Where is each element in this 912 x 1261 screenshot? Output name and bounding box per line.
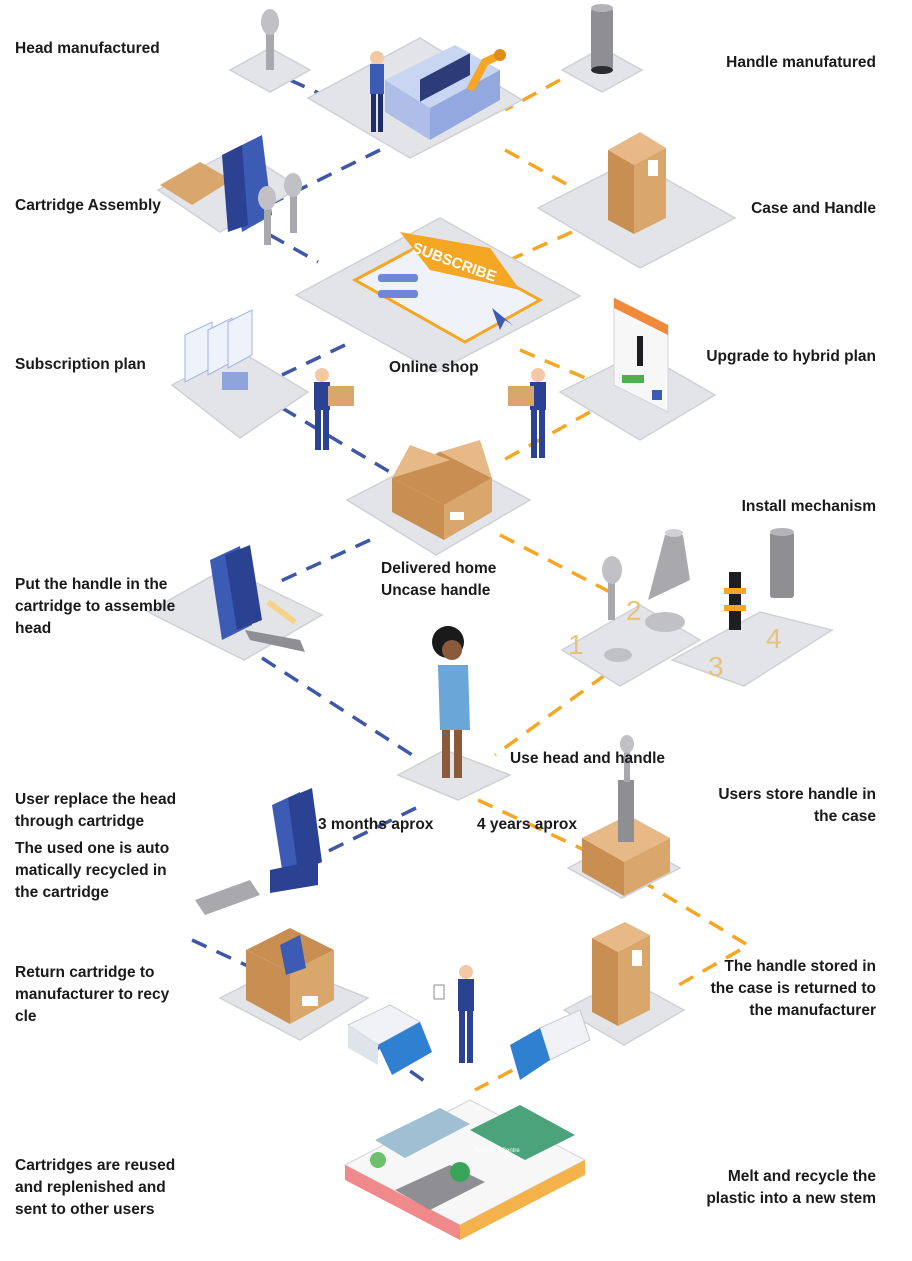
label-handle-returned: The handle stored in the case is returne… [710, 958, 876, 1019]
factory-worker-icon [370, 51, 384, 132]
label-head-manufactured: Head manufactured [15, 40, 160, 57]
label-subscription-plan: Subscription plan [15, 356, 146, 373]
hybrid-plan-screen-icon [613, 297, 669, 413]
factory-machine-icon [370, 45, 506, 140]
label-upgrade-hybrid: Upgrade to hybrid plan [706, 348, 876, 365]
step-number-3: 3 [708, 651, 724, 682]
toothbrush-head-icon [261, 9, 279, 70]
label-put-handle: Put the handle in the cartridge to assem… [15, 576, 176, 637]
label-online-shop: Online shop [389, 359, 479, 376]
handle-cylinder-icon [591, 4, 613, 74]
label-case-and-handle: Case and Handle [751, 200, 876, 217]
install-mechanism-icon: 1 2 3 4 [568, 528, 794, 682]
label-cartridges-reused: Cartridges are reused and replenished an… [15, 1157, 176, 1218]
cardboard-box-icon [608, 132, 666, 234]
orange-path-lines [474, 78, 747, 1092]
delivery-worker-left-icon [314, 368, 354, 450]
label-user-replace: User replace the head through cartridge [15, 791, 177, 830]
cartridge-icon [160, 135, 302, 245]
truck-left-icon [346, 1004, 432, 1075]
label-four-years: 4 years aprox [477, 816, 577, 833]
step-number-4: 4 [766, 623, 782, 654]
blue-path-lines [191, 78, 432, 1087]
label-cartridge-assembly: Cartridge Assembly [15, 197, 161, 214]
online-shop-screen-icon: SUBSCRIBE [351, 232, 544, 344]
user-figure-icon [432, 626, 470, 778]
label-install-mechanism: Install mechanism [741, 498, 876, 515]
step-number-1: 1 [568, 629, 584, 660]
recycling-centre-sign: Recycling Centre [474, 1148, 520, 1154]
cartridge-replace-icon [195, 788, 322, 915]
label-melt-recycle: Melt and recycle the plastic into a new … [706, 1168, 876, 1207]
return-cartridge-box-icon [246, 928, 334, 1024]
open-box-icon [392, 440, 492, 540]
label-auto-recycled: The used one is auto matically recycled … [15, 840, 170, 901]
step-number-2: 2 [626, 595, 642, 626]
delivery-worker-right-icon [508, 368, 546, 458]
cartridge-assemble-icon [210, 545, 305, 652]
label-delivered-home: Delivered home Uncase handle [381, 560, 497, 599]
returned-case-icon [592, 922, 650, 1026]
label-three-months: 3 months aprox [318, 816, 434, 833]
label-use-head-handle: Use head and handle [510, 750, 666, 767]
label-return-cartridge: Return cartridge to manufacturer to recy… [15, 964, 170, 1025]
truck-right-icon [510, 1009, 591, 1080]
subscription-cards-icon [184, 309, 253, 390]
recycling-centre-icon: Recycling Centre [343, 1099, 587, 1240]
handle-in-case-icon [582, 735, 670, 896]
label-users-store: Users store handle in the case [718, 786, 876, 825]
manufacturer-worker-icon [433, 965, 474, 1063]
label-handle-manufactured: Handle manufatured [726, 54, 876, 71]
